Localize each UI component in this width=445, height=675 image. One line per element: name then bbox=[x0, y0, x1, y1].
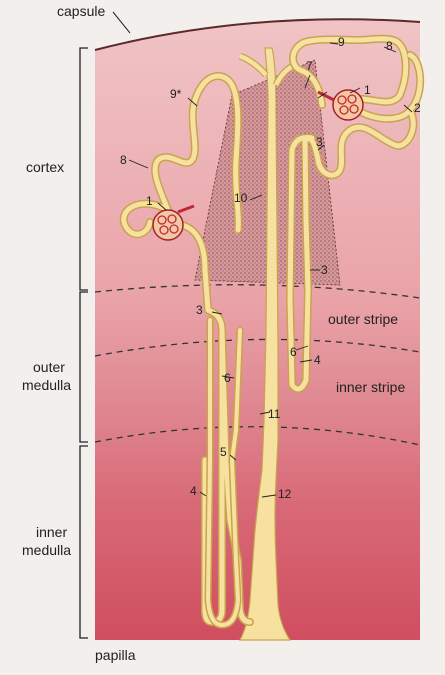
papilla-label: papilla bbox=[95, 647, 136, 663]
afferent-arteriole-left bbox=[177, 204, 195, 214]
leader-lines bbox=[128, 42, 413, 498]
label-9-star: 9* bbox=[170, 87, 182, 101]
long-loop-nephron bbox=[119, 72, 254, 629]
inner-stripe-label: inner stripe bbox=[336, 379, 405, 395]
label-8-left: 8 bbox=[120, 153, 127, 167]
label-4-left: 4 bbox=[190, 484, 197, 498]
label-11: 11 bbox=[268, 407, 281, 421]
long-loop-descending-fill bbox=[205, 318, 242, 628]
duct-branch-right-fill bbox=[273, 64, 295, 86]
label-7: 7 bbox=[306, 59, 313, 73]
glomerulus-left bbox=[152, 209, 184, 241]
label-3-left: 3 bbox=[196, 303, 203, 317]
afferent-arteriole-right bbox=[317, 90, 335, 102]
outer-medulla-label-1: outer bbox=[33, 359, 65, 375]
label-1-right: 1 bbox=[364, 83, 371, 97]
outer-stripe-label: outer stripe bbox=[328, 311, 398, 327]
zone-bracket bbox=[79, 47, 88, 639]
capsule-label: capsule bbox=[57, 3, 105, 19]
capillary-tuft-left bbox=[157, 214, 179, 235]
label-1-left: 1 bbox=[146, 194, 153, 208]
inner-medulla-label-2: medulla bbox=[22, 542, 71, 558]
cortex-label: cortex bbox=[26, 159, 64, 175]
capsule-line bbox=[94, 18, 421, 51]
label-9: 9 bbox=[338, 35, 345, 49]
label-12: 12 bbox=[278, 487, 292, 501]
duct-branch-left-fill bbox=[239, 53, 268, 77]
collecting-duct bbox=[239, 47, 292, 641]
capillary-tuft-right bbox=[337, 94, 359, 115]
label-3-cortex: 3 bbox=[316, 135, 323, 149]
label-2: 2 bbox=[414, 101, 421, 115]
label-4-right: 4 bbox=[314, 353, 321, 367]
label-10: 10 bbox=[234, 191, 248, 205]
long-loop-tubule-fill bbox=[121, 73, 253, 625]
inner-medulla-label-1: inner bbox=[36, 524, 67, 540]
outer-medulla-label-2: medulla bbox=[22, 377, 71, 393]
glomerulus-right bbox=[332, 89, 364, 121]
capsule-pointer bbox=[112, 11, 131, 34]
label-6-right: 6 bbox=[290, 345, 297, 359]
label-3-right: 3 bbox=[321, 263, 328, 277]
label-6-left: 6 bbox=[224, 371, 231, 385]
label-8-right: 8 bbox=[386, 39, 393, 53]
label-5: 5 bbox=[220, 445, 227, 459]
